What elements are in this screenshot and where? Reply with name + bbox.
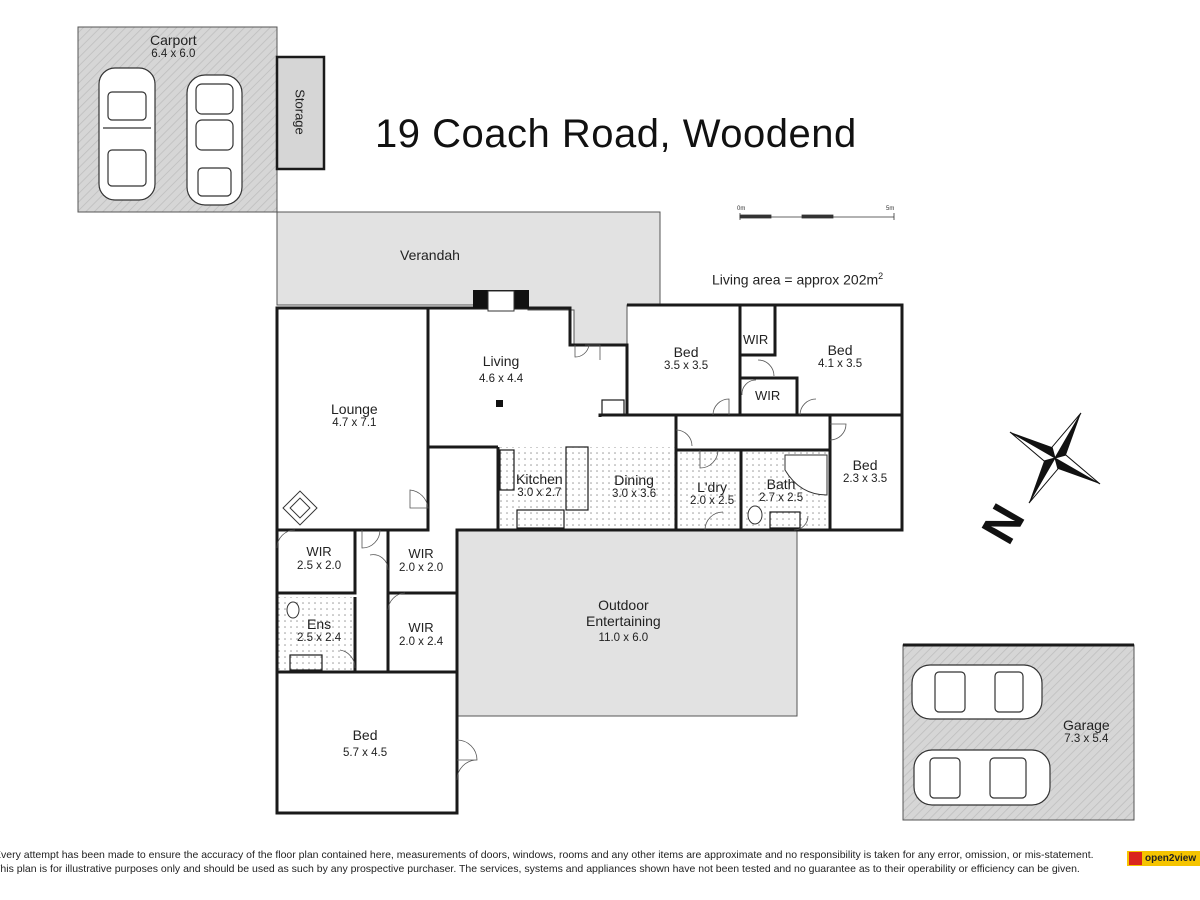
compass-north-label: N (972, 496, 1035, 553)
outdoor-entertaining-area (456, 530, 798, 717)
room-verandah: Verandah (400, 247, 460, 263)
disclaimer-line-2: This plan is for illustrative purposes o… (0, 863, 1080, 875)
car-icon (913, 749, 1051, 806)
room-wir-top-2: WIR (755, 388, 781, 403)
car-icon (98, 67, 156, 201)
car-icon (186, 74, 243, 206)
laundry-floor (676, 450, 741, 530)
disclaimer-line-1: Every attempt has been made to ensure th… (0, 849, 1094, 861)
scale-bar (739, 213, 895, 220)
dining-floor (588, 447, 676, 530)
logo-text: open2view (1145, 853, 1197, 864)
compass-icon (1009, 412, 1101, 504)
car-icon (911, 664, 1043, 720)
logo-house-icon (1129, 852, 1142, 865)
page-title: 19 Coach Road, Woodend (375, 112, 857, 156)
disclaimer: Every attempt has been made to ensure th… (0, 848, 1118, 876)
room-storage: Storage (292, 89, 308, 135)
scale-start-label: 0m (737, 206, 746, 212)
room-wir-top-1: WIR (743, 332, 769, 347)
living-area-note: Living area = approx 202m2 (712, 271, 884, 288)
open2view-logo: open2view (1127, 851, 1200, 866)
kitchen-floor (498, 447, 588, 530)
verandah-area (276, 211, 661, 346)
scale-end-label: 5m (886, 206, 895, 212)
storage-room (275, 55, 326, 171)
